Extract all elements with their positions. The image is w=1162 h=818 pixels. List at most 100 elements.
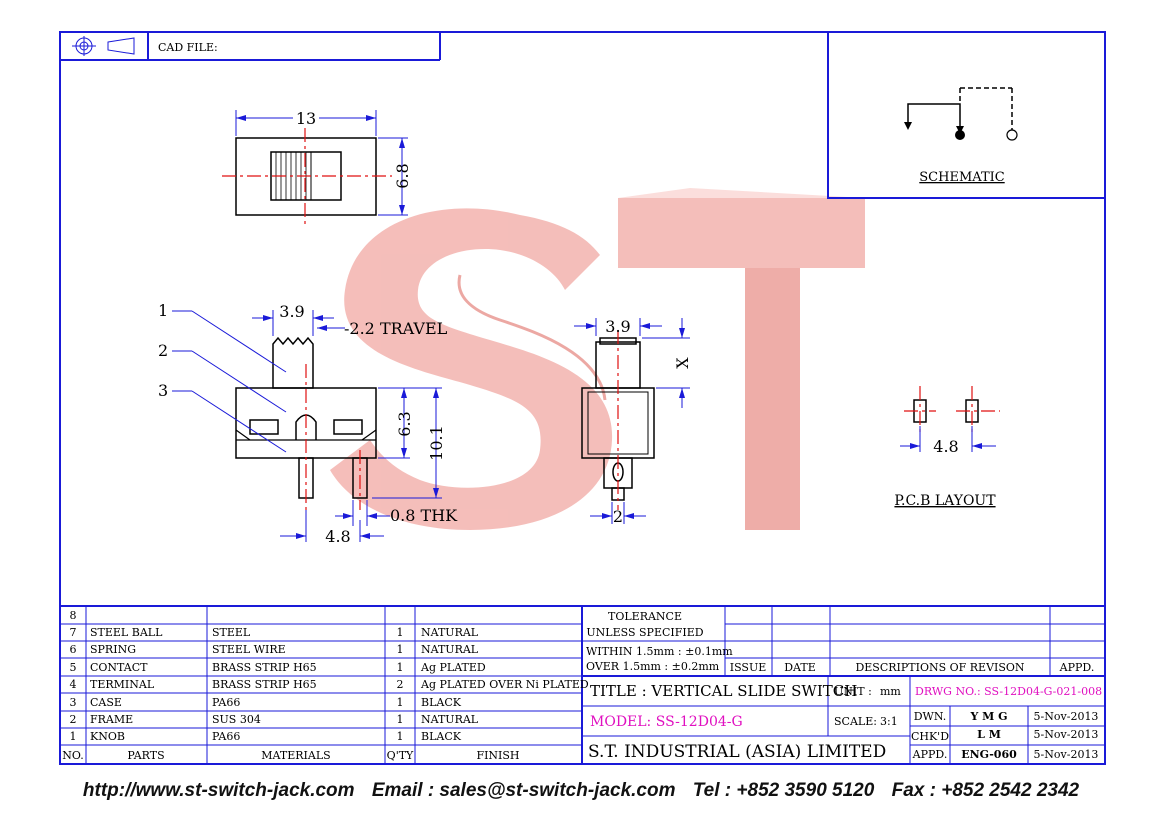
- bom-cell-material: STEEL: [212, 626, 251, 639]
- dim-thickness: 0.8 THK: [390, 506, 458, 525]
- callout-2: 2: [158, 341, 168, 360]
- dwn-name: Y M G: [969, 710, 1007, 723]
- bom-header-materials: MATERIALS: [261, 749, 330, 762]
- tolerance-over: OVER 1.5mm : ±0.2mm: [586, 660, 720, 673]
- bom-cell-material: PA66: [212, 696, 240, 709]
- bom-cell-no: 8: [70, 609, 77, 622]
- bom-cell-part: SPRING: [90, 643, 136, 656]
- bom-cell-material: BRASS STRIP H65: [212, 678, 317, 691]
- rev-descriptions: DESCRIPTIONS OF REVISON: [855, 661, 1024, 674]
- appd-label: APPD.: [912, 748, 948, 761]
- bom-cell-part: CASE: [90, 696, 122, 709]
- unit-label: UNIT :: [834, 685, 872, 698]
- unit-value: mm: [880, 685, 901, 698]
- schematic-symbol: [904, 87, 1018, 141]
- tolerance-title: TOLERANCE: [608, 610, 682, 623]
- bom-cell-material: BRASS STRIP H65: [212, 661, 317, 674]
- top-view: 13 6.8: [222, 108, 412, 225]
- bom-cell-part: FRAME: [90, 713, 133, 726]
- bom-cell-finish: NATURAL: [421, 643, 479, 656]
- dim-height-6-3: 6.3: [395, 411, 414, 436]
- rev-date: DATE: [784, 661, 816, 674]
- dim-knob-3-9: 3.9: [279, 302, 304, 321]
- bom-cell-qty: 1: [397, 626, 404, 639]
- front-dim-x: X: [673, 357, 692, 369]
- pcb-pitch: 4.8: [933, 437, 958, 456]
- rev-issue: ISSUE: [730, 661, 767, 674]
- footer-email[interactable]: Email : sales@st-switch-jack.com: [371, 780, 676, 801]
- callout-1: 1: [158, 301, 168, 320]
- bom-cell-qty: 1: [397, 696, 404, 709]
- bom-cell-no: 7: [70, 626, 77, 639]
- chkd-date: 5-Nov-2013: [1034, 728, 1099, 741]
- bom-cell-material: STEEL WIRE: [212, 643, 286, 656]
- model-text: MODEL: SS-12D04-G: [590, 714, 743, 730]
- chkd-name: L M: [977, 728, 1001, 741]
- tolerance-within: WITHIN 1.5mm : ±0.1mm: [586, 645, 733, 658]
- dim-travel: -2.2 TRAVEL: [344, 319, 448, 338]
- company-name: S.T. INDUSTRIAL (ASIA) LIMITED: [588, 742, 886, 762]
- bom-cell-finish: NATURAL: [421, 713, 479, 726]
- title-text: TITLE : VERTICAL SLIDE SWITCH: [590, 682, 857, 700]
- bom-cell-no: 5: [70, 661, 77, 674]
- bom-cell-qty: 1: [397, 713, 404, 726]
- schematic-box: [827, 31, 1106, 199]
- front-view: 3.9 X 2: [574, 317, 692, 526]
- front-dim-pin: 2: [613, 507, 623, 526]
- bom-cell-qty: 1: [397, 661, 404, 674]
- title-block: TITLE : VERTICAL SLIDE SWITCH UNIT : mm …: [582, 676, 1105, 764]
- dwn-date: 5-Nov-2013: [1034, 710, 1099, 723]
- tolerance-unless: UNLESS SPECIFIED: [586, 626, 703, 639]
- drawing-number: DRWG NO.: SS-12D04-G-021-008: [915, 685, 1102, 698]
- footer-fax: Fax : +852 2542 2342: [891, 780, 1080, 801]
- dwn-label: DWN.: [914, 710, 947, 723]
- schematic-label: SCHEMATIC: [919, 170, 1004, 185]
- dim-width-13: 13: [296, 109, 316, 128]
- footer-tel: Tel : +852 3590 5120: [692, 780, 875, 801]
- appd-date: 5-Nov-2013: [1034, 748, 1099, 761]
- bom-cell-qty: 1: [397, 730, 404, 743]
- footer-url[interactable]: http://www.st-switch-jack.com: [82, 780, 355, 801]
- scale-label: SCALE:: [834, 715, 877, 728]
- tolerance-block: TOLERANCE UNLESS SPECIFIED WITHIN 1.5mm …: [582, 606, 1105, 677]
- footer-contact: http://www.st-switch-jack.com Email : sa…: [0, 780, 1162, 802]
- projection-symbol-icon: [72, 36, 135, 56]
- chkd-label: CHK'D: [911, 730, 949, 743]
- bom-cell-part: TERMINAL: [90, 678, 155, 691]
- rev-appd: APPD.: [1059, 661, 1095, 674]
- bom-cell-part: KNOB: [90, 730, 125, 743]
- bom-cell-qty: 1: [397, 643, 404, 656]
- bom-cell-no: 4: [70, 678, 77, 691]
- cad-file-label: CAD FILE:: [158, 41, 218, 54]
- bom-header-parts: PARTS: [127, 749, 164, 762]
- pcb-layout-label: P.C.B LAYOUT: [894, 493, 996, 509]
- dim-height-10-1: 10.1: [427, 425, 446, 461]
- bom-cell-finish: Ag PLATED: [420, 661, 486, 674]
- bom-header-no: NO.: [62, 749, 84, 762]
- dim-pin-pitch: 4.8: [325, 527, 350, 546]
- bom-cell-no: 2: [70, 713, 77, 726]
- bom-cell-no: 1: [70, 730, 77, 743]
- st-watermark-logo: ST: [330, 188, 865, 531]
- bom-cell-finish: BLACK: [421, 696, 462, 709]
- appd-name: ENG-060: [961, 748, 1017, 761]
- dim-height-6-8: 6.8: [393, 163, 412, 188]
- callout-3: 3: [158, 381, 168, 400]
- pcb-layout: 4.8 P.C.B LAYOUT: [894, 386, 1000, 509]
- bom-header-finish: FINISH: [476, 749, 519, 762]
- bom-cell-qty: 2: [397, 678, 404, 691]
- bom-cell-no: 6: [70, 643, 77, 656]
- bom-cell-finish: NATURAL: [421, 626, 479, 639]
- bom-cell-material: SUS 304: [212, 713, 261, 726]
- bom-cell-finish: Ag PLATED OVER Ni PLATED: [420, 678, 589, 691]
- scale-value: 3:1: [880, 715, 898, 728]
- bom-header-qty: Q'TY: [387, 749, 414, 762]
- bom-cell-material: PA66: [212, 730, 240, 743]
- front-dim-knob-3-9: 3.9: [605, 317, 630, 336]
- bom-cell-finish: BLACK: [421, 730, 462, 743]
- bom-cell-part: CONTACT: [90, 661, 148, 674]
- side-view: 1 2 3 3.9 -2.2 TRAVEL 6.3 10.1: [158, 301, 458, 546]
- bom-cell-no: 3: [70, 696, 77, 709]
